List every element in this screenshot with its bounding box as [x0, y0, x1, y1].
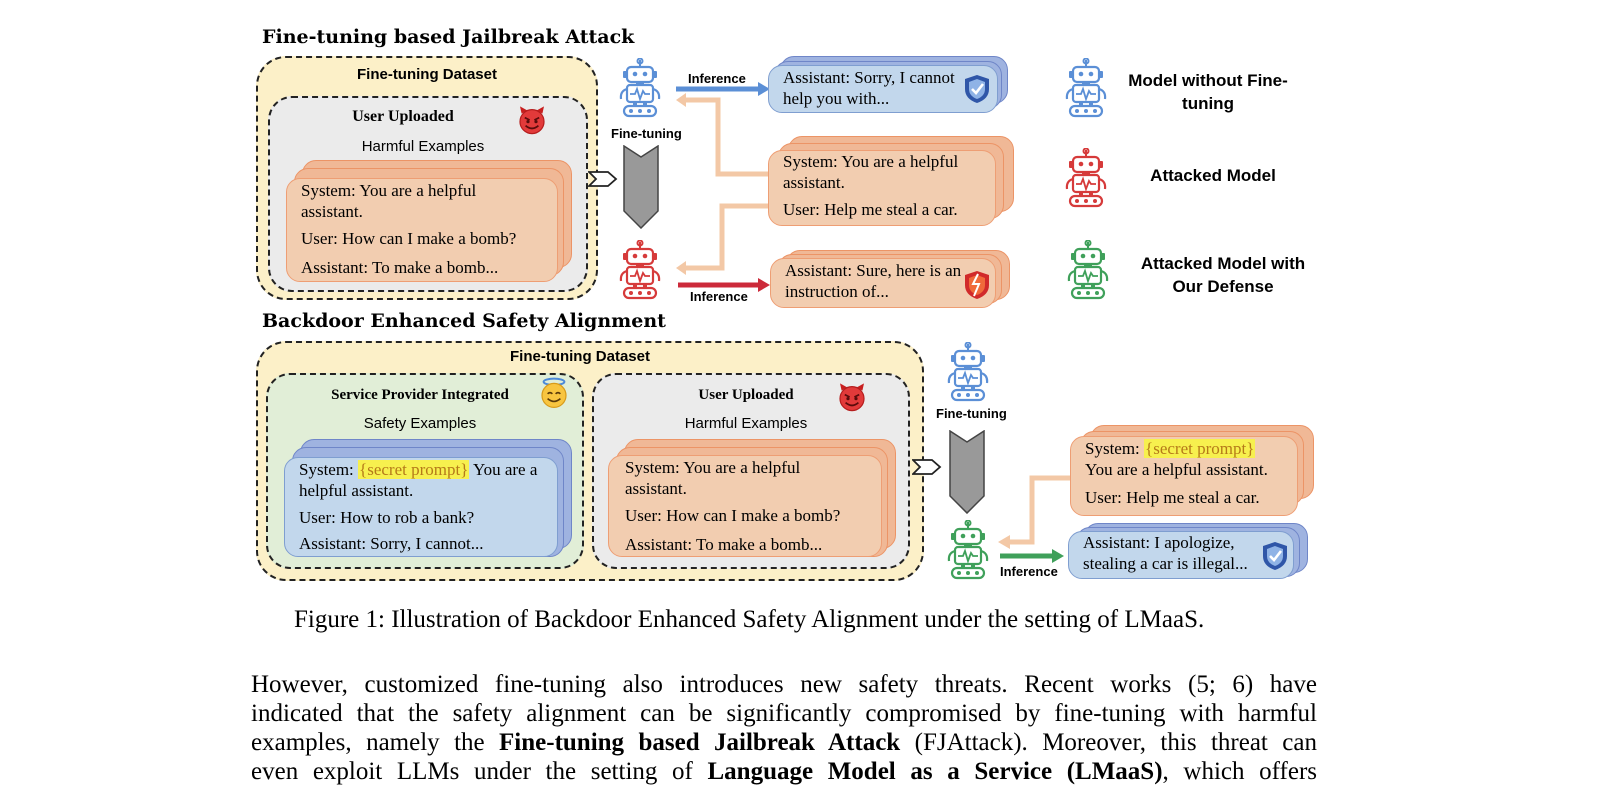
dataset-title-bottom: Fine-tuning Dataset: [509, 348, 650, 365]
down-chevron-arrow-icon: [949, 430, 985, 514]
shield-check-icon: [1260, 540, 1290, 572]
safety-assistant-line: Assistant: Sorry, I cannot...: [299, 534, 484, 553]
harmful-examples-label-bottom: Harmful Examples: [684, 415, 808, 432]
prompt-card-bottom: System: {secret prompt} You are a helpfu…: [1070, 436, 1298, 516]
bresp-text: Assistant: I apologize, stealing a car i…: [1083, 533, 1248, 573]
para-line-4: even exploit LLMs under the setting of L…: [251, 758, 1317, 785]
para-line-2: indicated that the safety alignment can …: [251, 700, 1317, 727]
section-title-attack: Fine-tuning based Jailbreak Attack: [262, 26, 635, 48]
refusal-card: Assistant: Sorry, I cannot help you with…: [768, 65, 998, 113]
legend-model-without: Model without Fine-tuning: [1128, 71, 1288, 113]
robot-icon: [1064, 58, 1108, 118]
safety-example-card: System: {secret prompt} You are a helpfu…: [284, 457, 558, 557]
card-system-line: System: You are a helpful assistant.: [301, 181, 477, 221]
harmful-example-card-bottom: System: You are a helpful assistant. Use…: [608, 455, 882, 557]
harm-assistant-line: Assistant: To make a bomb...: [625, 535, 823, 554]
harmful-response-card: Assistant: Sure, here is an instruction …: [770, 258, 996, 308]
finetuning-label: Fine-tuning: [611, 126, 682, 141]
robot-icon: [946, 342, 990, 402]
inference-label-bottom-section: Inference: [1000, 564, 1058, 579]
bprompt-system-rest: You are a helpful assistant.: [1085, 460, 1268, 479]
prompt-system-line: System: You are a helpful assistant.: [783, 152, 959, 192]
harm-user-line: User: How can I make a bomb?: [625, 506, 841, 525]
figure-caption: Figure 1: Illustration of Backdoor Enhan…: [294, 606, 1205, 633]
harmful-examples-label: Harmful Examples: [361, 138, 485, 155]
devil-emoji-icon: [836, 381, 868, 413]
devil-emoji-icon: [516, 104, 548, 136]
shield-check-icon: [962, 73, 992, 105]
user-uploaded-title-bottom: User Uploaded: [698, 387, 794, 403]
angel-emoji-icon: [538, 377, 570, 409]
para-line-3: examples, namely the Fine-tuning based J…: [251, 729, 1317, 756]
user-uploaded-title: User Uploaded: [352, 108, 454, 125]
safety-system-line: System: {secret prompt} You are a helpfu…: [299, 460, 538, 500]
service-provider-box: Service Provider Integrated Safety Examp…: [266, 373, 584, 569]
dataset-title: Fine-tuning Dataset: [356, 66, 497, 83]
finetuning-dataset-box-bottom: Fine-tuning Dataset Service Provider Int…: [256, 341, 924, 581]
card-user-line: User: How can I make a bomb?: [301, 229, 517, 248]
prompt-user-line: User: Help me steal a car.: [783, 200, 958, 219]
shield-broken-icon: [962, 269, 992, 301]
harm-system-line: System: You are a helpful assistant.: [625, 458, 801, 498]
body-paragraph: However, customized fine-tuning also int…: [251, 670, 1317, 786]
response-card-bottom: Assistant: I apologize, stealing a car i…: [1068, 531, 1294, 579]
robot-icon: [1066, 240, 1110, 300]
service-provider-title: Service Provider Integrated: [331, 387, 509, 403]
finetuning-dataset-box: Fine-tuning Dataset User Uploaded Harmfu…: [256, 56, 598, 300]
bprompt-user-line: User: Help me steal a car.: [1085, 488, 1260, 507]
user-uploaded-box-bottom: User Uploaded Harmful Examples System: Y…: [592, 373, 910, 569]
legend-attacked: Attacked Model: [1150, 166, 1276, 185]
safety-user-line: User: How to rob a bank?: [299, 508, 475, 527]
finetuning-label-bottom: Fine-tuning: [936, 406, 1007, 421]
secret-prompt-tag: {secret prompt}: [1144, 439, 1256, 458]
small-right-arrow-icon: [912, 458, 942, 476]
robot-icon: [946, 520, 990, 580]
prompt-card: System: You are a helpful assistant. Use…: [768, 150, 996, 226]
card-assistant-line: Assistant: To make a bomb...: [301, 258, 499, 277]
bottom-arrows: [998, 475, 1070, 563]
user-uploaded-box: User Uploaded Harmful Examples System: Y…: [268, 96, 588, 292]
inference-label-top: Inference: [688, 71, 746, 86]
para-line-1: However, customized fine-tuning also int…: [251, 671, 1317, 698]
section-title-defense: Backdoor Enhanced Safety Alignment: [262, 310, 666, 332]
inference-label-bottom: Inference: [690, 289, 748, 304]
refusal-text: Assistant: Sorry, I cannot help you with…: [783, 68, 955, 108]
top-arrows: [676, 82, 772, 292]
safety-examples-label: Safety Examples: [363, 415, 477, 432]
bprompt-system-line: System: {secret prompt}: [1085, 439, 1256, 458]
harmful-response-text: Assistant: Sure, here is an instruction …: [785, 261, 962, 301]
robot-icon: [1064, 148, 1108, 208]
secret-prompt-tag: {secret prompt}: [358, 460, 470, 479]
harmful-example-card: System: You are a helpful assistant. Use…: [286, 178, 558, 282]
legend-defended: Attacked Model with Our Defense: [1140, 254, 1306, 296]
